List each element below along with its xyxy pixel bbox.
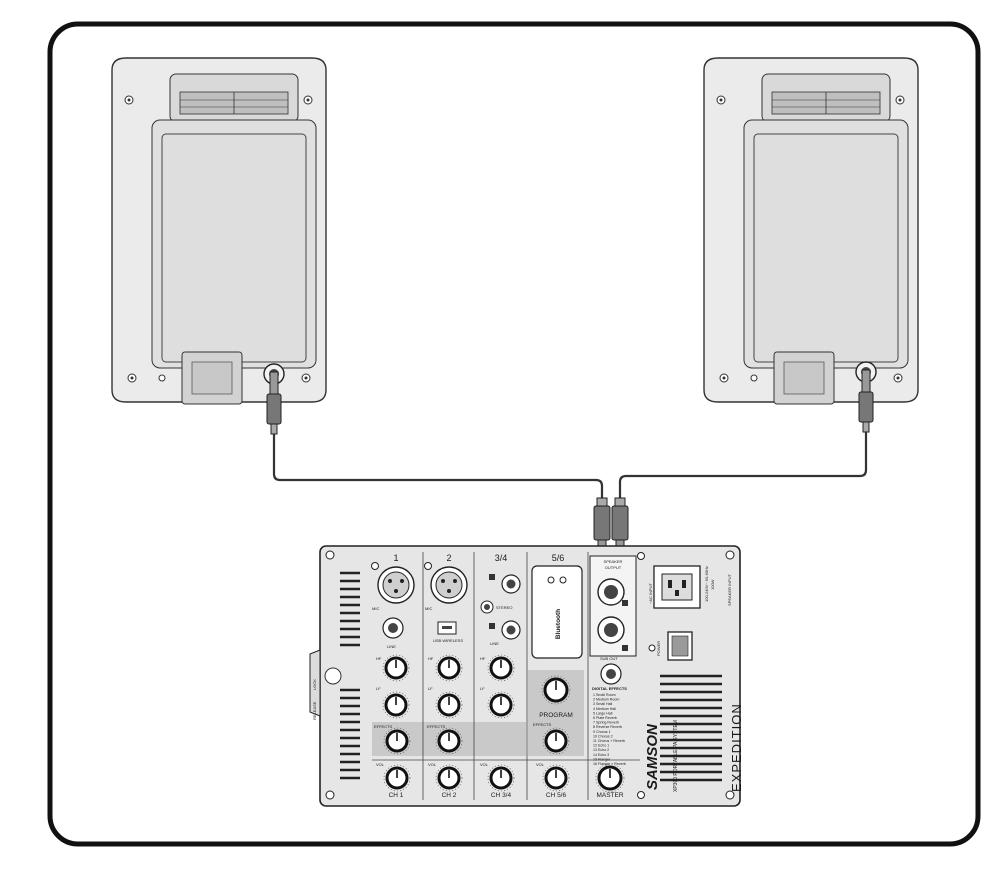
effect-item: 14 Echo 3 <box>593 753 609 757</box>
sub-out-jack[interactable] <box>600 663 622 685</box>
speaker-output-right-jack[interactable] <box>597 616 625 644</box>
ch1-lf-label: LF <box>376 686 381 691</box>
effect-item: 7 Spring Reverb <box>593 721 619 725</box>
right-speaker <box>703 57 919 405</box>
ch34-hf-knob[interactable] <box>487 654 515 682</box>
footer-master: MASTER <box>596 792 623 799</box>
effect-item: 9 Chorus 1 <box>593 730 611 734</box>
ch1-line-label: LINE <box>387 644 396 649</box>
program-label: PROGRAM <box>539 712 573 719</box>
ch1-hf-label: HF <box>376 656 382 661</box>
ch1-xlr-input[interactable] <box>377 566 415 604</box>
speaker-cables <box>272 432 868 500</box>
lock-label: LOCK <box>312 679 317 690</box>
ch56-effects-label: EFFECTS <box>533 722 552 727</box>
speaker-input-label: SPEAKER INPUT <box>727 573 732 606</box>
right-speaker-plug <box>858 369 874 433</box>
ch1-line-jack[interactable] <box>382 617 404 639</box>
left-speaker <box>111 57 327 405</box>
ch2-mic-label: MIC <box>425 606 432 611</box>
stereo-jack[interactable] <box>480 600 494 614</box>
ch34-hf-label: HF <box>480 656 486 661</box>
ch1-lf-knob[interactable] <box>382 691 410 719</box>
effect-item: 2 Medium Room <box>593 698 619 702</box>
ch34-lf-knob[interactable] <box>487 691 515 719</box>
ch1-mic-label: MIC <box>372 606 379 611</box>
power-label: POWER <box>656 641 661 656</box>
mixer-panel: LOCK RELEASE 1 2 3 <box>309 545 744 807</box>
ch2-lf-label: LF <box>428 686 433 691</box>
bluetooth-module <box>531 565 583 659</box>
effect-item: 13 Echo 2 <box>593 748 609 752</box>
speaker-output-label-1: SPEAKER <box>604 559 623 564</box>
effect-item: 1 Small Room <box>593 693 616 697</box>
release-label: RELEASE <box>312 701 317 720</box>
sub-out-label: SUB OUT <box>600 656 618 661</box>
ch1-hf-knob[interactable] <box>382 654 410 682</box>
ch34-lf-label: LF <box>480 686 485 691</box>
bluetooth-label: Bluetooth <box>555 609 562 639</box>
right-vent <box>660 674 722 782</box>
speaker-output-left-jack[interactable] <box>597 578 625 606</box>
ch34-vol-knob[interactable] <box>487 764 515 792</box>
ac-rating-2: 100W <box>710 579 715 590</box>
footer-ch1: CH 1 <box>389 792 404 799</box>
effect-item: 11 Chorus + Reverb <box>593 739 625 743</box>
ch2-lf-knob[interactable] <box>435 691 463 719</box>
effect-item: 3 Small Hall <box>593 702 612 706</box>
footer-ch2: CH 2 <box>442 792 457 799</box>
ch34-vol-label: VOL <box>480 762 489 767</box>
ch56-vol-knob[interactable] <box>542 764 570 792</box>
ch1-effects-label: EFFECTS <box>374 724 393 729</box>
ch2-vol-knob[interactable] <box>435 764 463 792</box>
panel-screws <box>325 550 735 800</box>
ac-input-label: ~AC INPUT <box>648 582 653 604</box>
program-knob[interactable] <box>541 675 571 705</box>
digital-effects-label: DIGITAL EFFECTS <box>592 686 627 691</box>
ch4-line-jack[interactable] <box>501 620 521 640</box>
ch2-hf-label: HF <box>428 656 434 661</box>
ch2-effects-label: EFFECTS <box>427 724 446 729</box>
ch34-line-label: LINE <box>490 641 499 646</box>
ch56-vol-label: VOL <box>536 762 545 767</box>
ch56-effects-knob[interactable] <box>542 727 570 755</box>
speaker-output-label-2: OUTPUT <box>605 565 622 570</box>
left-vent <box>340 571 360 780</box>
ch2-effects-knob[interactable] <box>435 727 463 755</box>
ch2-hf-knob[interactable] <box>435 654 463 682</box>
brand-samson: SAMSON <box>644 723 661 790</box>
ch1-effects-knob[interactable] <box>383 727 411 755</box>
model-line: XP300 PORTABLE PA SYSTEM <box>673 720 679 792</box>
ac-input-socket[interactable] <box>653 565 701 609</box>
series-name: EXPEDITION <box>729 703 744 792</box>
effect-item: 10 Chorus 2 <box>593 734 613 738</box>
effect-item: 5 Large Hall <box>593 711 613 715</box>
footer-ch34: CH 3/4 <box>491 792 512 799</box>
effect-item: 8 Reverse Reverb <box>593 725 622 729</box>
ac-rating-1: 100-240V~ 50-60Hz <box>704 566 709 602</box>
channel-1-header: 1 <box>393 553 398 563</box>
stereo-label: STEREO <box>496 605 512 610</box>
ch2-xlr-input[interactable] <box>430 566 468 604</box>
master-vol-knob[interactable] <box>595 763 625 793</box>
channel-56-header: 5/6 <box>552 553 565 563</box>
effect-item: 15 Flanger <box>593 757 611 761</box>
channel-2-header: 2 <box>446 553 451 563</box>
ch1-vol-label: VOL <box>376 762 385 767</box>
usb-wireless-label: USB WIRELESS <box>433 638 463 643</box>
effect-item: 6 Plate Reverb <box>593 716 617 720</box>
ch1-vol-knob[interactable] <box>383 764 411 792</box>
effect-item: 12 Echo 1 <box>593 744 609 748</box>
ch3-line-jack[interactable] <box>501 574 521 594</box>
effect-item: 4 Medium Hall <box>593 707 616 711</box>
ch2-vol-label: VOL <box>428 762 437 767</box>
channel-34-header: 3/4 <box>495 553 508 563</box>
footer-ch56: CH 5/6 <box>546 792 567 799</box>
